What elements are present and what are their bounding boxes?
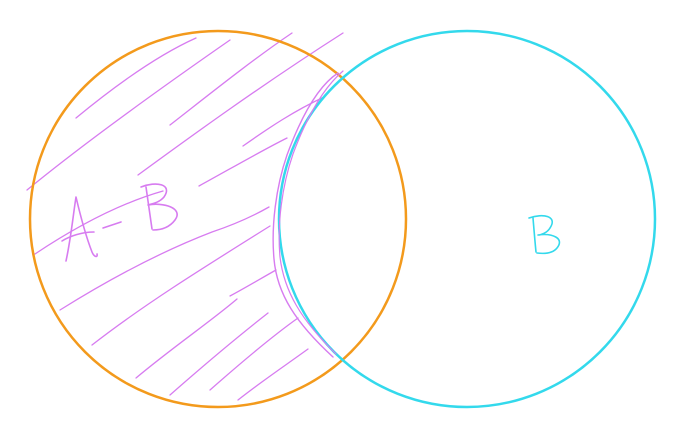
hatch-stroke [242,96,325,147]
label-a-minus-b-handwriting [61,183,178,262]
hatch-stroke [229,269,277,297]
a-minus-b-hatching [26,32,344,401]
hatch-stroke [91,225,271,346]
hatch-stroke [169,32,293,126]
hatch-stroke [137,32,344,176]
hatch-stroke [135,298,238,379]
circle-a [28,29,408,409]
hatch-stroke [209,317,299,391]
hatch-stroke [198,137,288,187]
label-a-minus-b: A-B [121,212,123,215]
label-b-handwriting [528,214,561,255]
circle-b [277,29,657,409]
hatch-stroke [34,190,164,255]
hatch-stroke [237,348,309,401]
hatch-stroke [26,39,231,191]
intersection-boundary-sketch-inner [278,70,344,355]
intersection-boundary-sketch [272,72,339,358]
hatch-stroke [169,312,269,396]
hatch-stroke [75,37,197,119]
hatch-stroke [59,206,270,311]
